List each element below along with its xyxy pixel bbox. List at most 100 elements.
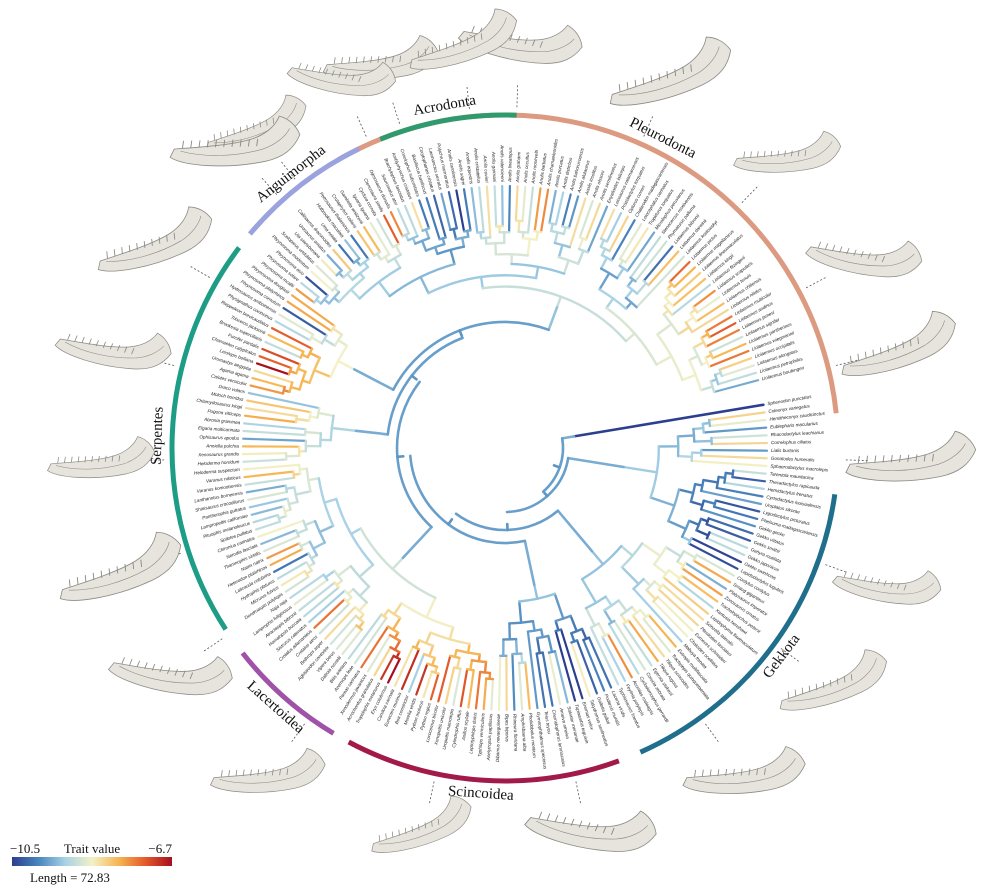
tree-branch (580, 577, 598, 604)
tree-branch (655, 355, 673, 366)
tree-branch (699, 385, 714, 392)
tree-branch (712, 379, 760, 394)
tip-label: Typhlops vermicularis (477, 712, 486, 757)
tree-branch (682, 550, 697, 559)
tree-branch (261, 347, 301, 366)
tree-branch (695, 553, 735, 577)
tree-branch (346, 272, 354, 281)
tree-branch (662, 576, 710, 615)
tree-branch (536, 636, 541, 655)
clade-arcs (169, 112, 839, 784)
tree-branch (541, 651, 554, 707)
tree-branch (598, 272, 611, 291)
tree-branch (635, 281, 648, 295)
tree-branch (569, 614, 578, 633)
tree-branch (696, 296, 721, 314)
tree-branch (352, 368, 395, 392)
tree-branch (428, 644, 435, 658)
tree-branch (688, 354, 700, 362)
tree-branch (243, 470, 295, 479)
tree-branch (705, 537, 746, 557)
tree-branch (554, 619, 560, 632)
tip-label: Ameiva ameiva (559, 707, 571, 740)
tree-branch (394, 244, 402, 256)
tree-branch (705, 523, 752, 542)
tree-branch (629, 235, 662, 279)
tip-label: Gonatodes humeralis (771, 456, 816, 463)
tree-branch (627, 619, 659, 663)
jaw-illustration (59, 531, 182, 601)
jaw-illustration (371, 795, 472, 853)
tree-branch (718, 357, 753, 371)
tree-branch (467, 669, 475, 709)
tree-branch (260, 529, 298, 546)
tree-branch (723, 481, 765, 490)
tree-branch (716, 371, 758, 386)
tree-branch (577, 249, 585, 265)
tree-branch (376, 218, 394, 249)
tip-label: Cylindrophis ruffus (451, 709, 462, 748)
tree-branch (702, 426, 768, 434)
tree-branch (570, 632, 576, 643)
tree-branch (349, 527, 362, 536)
tree-branch (301, 379, 311, 385)
tree-branch (447, 191, 458, 230)
tree-branch (652, 600, 689, 638)
tree-branch (692, 289, 716, 309)
clade-arc (639, 493, 838, 755)
tree-branch (291, 294, 336, 328)
tree-branch (642, 577, 652, 587)
tree-branch (401, 525, 433, 560)
tree-branch (554, 191, 565, 226)
tree-branch (732, 469, 767, 475)
tip-label: Leptotyphlops dulcis (468, 711, 478, 754)
tree-branch (684, 561, 728, 590)
jaw-illustration (169, 115, 301, 167)
tree-branch (243, 422, 307, 431)
tip-label: Correlophus ciliatus (771, 439, 812, 445)
jaw-illustration (47, 436, 155, 479)
tree-branch (704, 328, 741, 348)
tree-branch (624, 301, 633, 310)
tree-branch (303, 586, 340, 618)
tree-branch (705, 315, 733, 333)
tree-branch (424, 228, 431, 240)
tree-branch (554, 629, 577, 702)
tree-branch (622, 622, 653, 667)
tree-branch (707, 517, 754, 535)
tree-branch (255, 362, 291, 376)
tip-label: Pholidobolus montium (528, 713, 537, 759)
legend-max: −6.7 (148, 841, 172, 856)
tree-branch (676, 434, 696, 438)
tree-branch (452, 667, 462, 706)
jaw-leader-line (188, 265, 210, 278)
trait-legend: −10.5 Trait value −6.7 Length = 72.83 (10, 841, 172, 885)
tree-branch (437, 654, 452, 703)
tree-branch (620, 544, 634, 557)
tree-branch (634, 240, 668, 283)
tree-branch (692, 559, 732, 584)
tree-branch (335, 624, 358, 651)
tree-branch (710, 441, 769, 446)
tree-branch (277, 514, 288, 520)
tree-branch (567, 195, 580, 230)
tree-branch (331, 327, 344, 336)
tree-branch (258, 355, 293, 370)
tree-branch (247, 490, 288, 501)
jaw-illustration (682, 746, 806, 794)
tree-branch (358, 585, 371, 598)
tip-label: Anolis lineatopus (507, 147, 513, 184)
tree-branch (329, 614, 357, 645)
tree-branch (245, 407, 298, 418)
tree-branch (517, 219, 521, 234)
tree-branch (653, 563, 668, 575)
tip-label: Sphaerodactylus macrolepis (770, 464, 829, 473)
tip-label: Pogona vitticeps (207, 408, 242, 417)
tree-branch (690, 459, 768, 468)
tree-branch (431, 656, 436, 667)
tree-branch (622, 465, 659, 474)
tree-branch (645, 588, 657, 601)
tree-branch (561, 193, 572, 228)
